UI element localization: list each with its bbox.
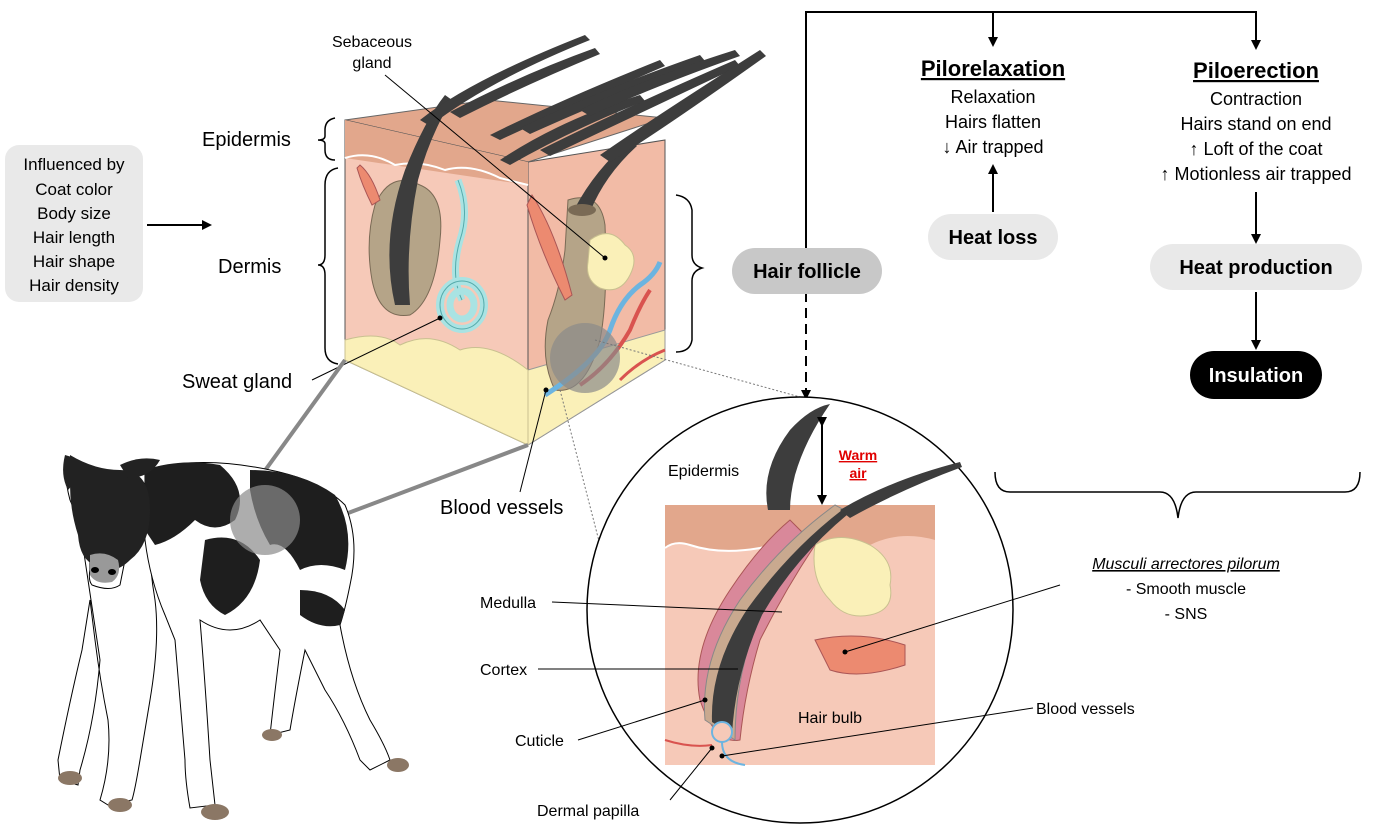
medulla-label: Medulla	[480, 595, 536, 612]
dermis-brace	[318, 168, 338, 364]
muscle-title: Musculi arrectores pilorum	[1092, 556, 1280, 573]
detail-circle	[587, 397, 1013, 823]
influence-box: Influenced by Coat color Body size Hair …	[5, 145, 143, 302]
muscle-brace	[995, 472, 1360, 518]
influence-item: Hair length	[33, 228, 115, 247]
influence-item: Hair density	[29, 276, 119, 295]
sweat-gland-dot	[438, 316, 443, 321]
cuticle-dot	[703, 698, 708, 703]
muscle-line: - Smooth muscle	[1126, 581, 1246, 598]
pilorelaxation-line: Relaxation	[950, 87, 1035, 107]
cortex-label: Cortex	[480, 662, 527, 679]
influence-item: Body size	[37, 204, 111, 223]
detail-blood-vessels-dot	[720, 754, 725, 759]
dermal-papilla-dot	[710, 746, 715, 751]
heat-loss-label: Heat loss	[949, 227, 1038, 249]
detail-epidermis-label: Epidermis	[668, 463, 739, 480]
influence-title: Influenced by	[23, 155, 125, 174]
pilorelaxation-line: Hairs flatten	[945, 112, 1041, 132]
muscle-line: - SNS	[1165, 606, 1208, 623]
piloerection-line: Contraction	[1210, 89, 1302, 109]
pilorelaxation-title: Pilorelaxation	[921, 56, 1065, 81]
dermal-papilla-label: Dermal papilla	[537, 803, 639, 820]
piloerection-line: ↑ Loft of the coat	[1189, 139, 1322, 159]
sebaceous-label-1: Sebaceous	[332, 34, 412, 51]
blood-vessels-dot	[544, 388, 549, 393]
influence-item: Hair shape	[33, 252, 115, 271]
cuticle-label: Cuticle	[515, 733, 564, 750]
piloerection-title: Piloerection	[1193, 58, 1319, 83]
sweat-gland-label: Sweat gland	[182, 371, 292, 393]
warm-air-label-2: air	[849, 465, 867, 481]
sebaceous-label-2: gland	[352, 55, 391, 72]
piloerection-line: ↑ Motionless air trapped	[1160, 164, 1351, 184]
muscle-dot	[843, 650, 848, 655]
influence-item: Coat color	[35, 180, 113, 199]
dermis-label: Dermis	[218, 256, 281, 278]
sebaceous-dot	[603, 256, 608, 261]
insulation-label: Insulation	[1209, 365, 1303, 387]
pilorelaxation-line: ↓ Air trapped	[942, 137, 1043, 157]
epidermis-brace	[318, 118, 335, 160]
follicle-brace	[676, 195, 702, 352]
piloerection-line: Hairs stand on end	[1180, 114, 1331, 134]
epidermis-label: Epidermis	[202, 129, 291, 151]
detail-blood-vessels-label: Blood vessels	[1036, 701, 1135, 718]
hair-follicle-label: Hair follicle	[753, 261, 861, 283]
warm-air-label-1: Warm	[839, 447, 877, 463]
blood-vessels-label: Blood vessels	[440, 497, 563, 519]
heat-production-label: Heat production	[1179, 257, 1332, 279]
hair-bulb-label: Hair bulb	[798, 710, 862, 727]
